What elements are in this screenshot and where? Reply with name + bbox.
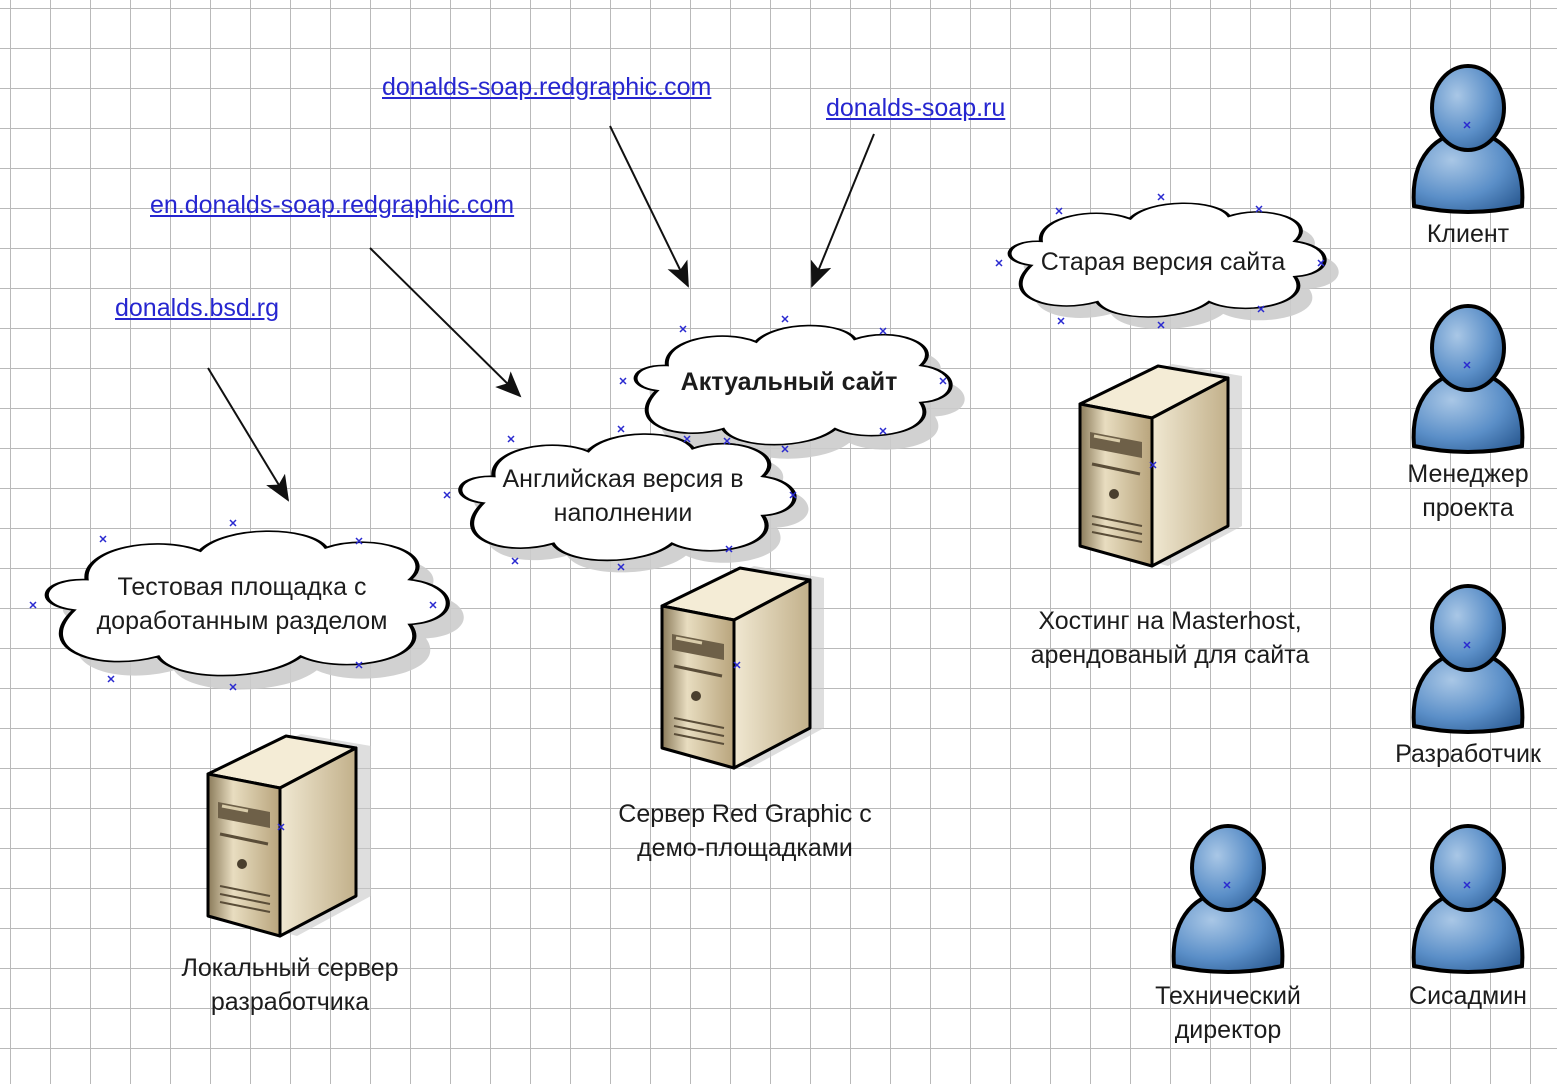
connection-points xyxy=(29,121,1471,889)
server-masterhost-label-line1: Хостинг на Masterhost, xyxy=(1038,607,1302,635)
person-icon xyxy=(1411,304,1525,454)
cloud-test-label-line1: Тестовая площадка с xyxy=(117,573,367,601)
arrow xyxy=(810,133,875,288)
arrow xyxy=(207,367,290,502)
person-icon xyxy=(1411,64,1525,214)
cloud-current-site-label: Актуальный сайт xyxy=(680,368,898,396)
person-icon xyxy=(1411,824,1525,974)
link-donalds-soap-ru[interactable]: donalds-soap.ru xyxy=(826,94,1006,122)
server-icon xyxy=(206,734,358,938)
person-techdir-label-line1: Технический xyxy=(1155,982,1301,1010)
server-local-label-line2: разработчика xyxy=(210,988,370,1016)
server-local-label-line1: Локальный сервер xyxy=(181,954,399,982)
cloud-test-label-line2: доработанным разделом xyxy=(96,607,388,635)
cloud-english-label-line1: Английская версия в xyxy=(502,465,744,493)
server-redgraphic-label-line2: демо-площадками xyxy=(637,834,853,862)
server-redgraphic-label-line1: Сервер Red Graphic с xyxy=(618,800,872,828)
person-techdir-label-line2: директор xyxy=(1174,1016,1282,1044)
cloud-old-site-label: Старая версия сайта xyxy=(1040,248,1286,276)
arrow xyxy=(369,247,522,398)
cloud-english-label-line2: наполнении xyxy=(553,499,693,527)
person-developer-label: Разработчик xyxy=(1395,740,1541,768)
arrow xyxy=(609,125,689,288)
person-icon xyxy=(1411,584,1525,734)
person-client-label: Клиент xyxy=(1426,220,1510,248)
link-en-donalds-soap-redgraphic[interactable]: en.donalds-soap.redgraphic.com xyxy=(150,191,515,219)
link-donalds-soap-redgraphic[interactable]: donalds-soap.redgraphic.com xyxy=(382,73,712,101)
server-masterhost-label-line2: арендованый для сайта xyxy=(1030,641,1310,669)
arrows xyxy=(207,125,875,502)
person-icon xyxy=(1171,824,1285,974)
person-manager-label-line2: проекта xyxy=(1422,494,1514,522)
server-icon xyxy=(660,566,812,770)
person-sysadmin-label: Сисадмин xyxy=(1409,982,1527,1010)
person-manager-label-line1: Менеджер xyxy=(1407,460,1529,488)
link-donalds-bsd-rg[interactable]: donalds.bsd.rg xyxy=(115,294,280,322)
